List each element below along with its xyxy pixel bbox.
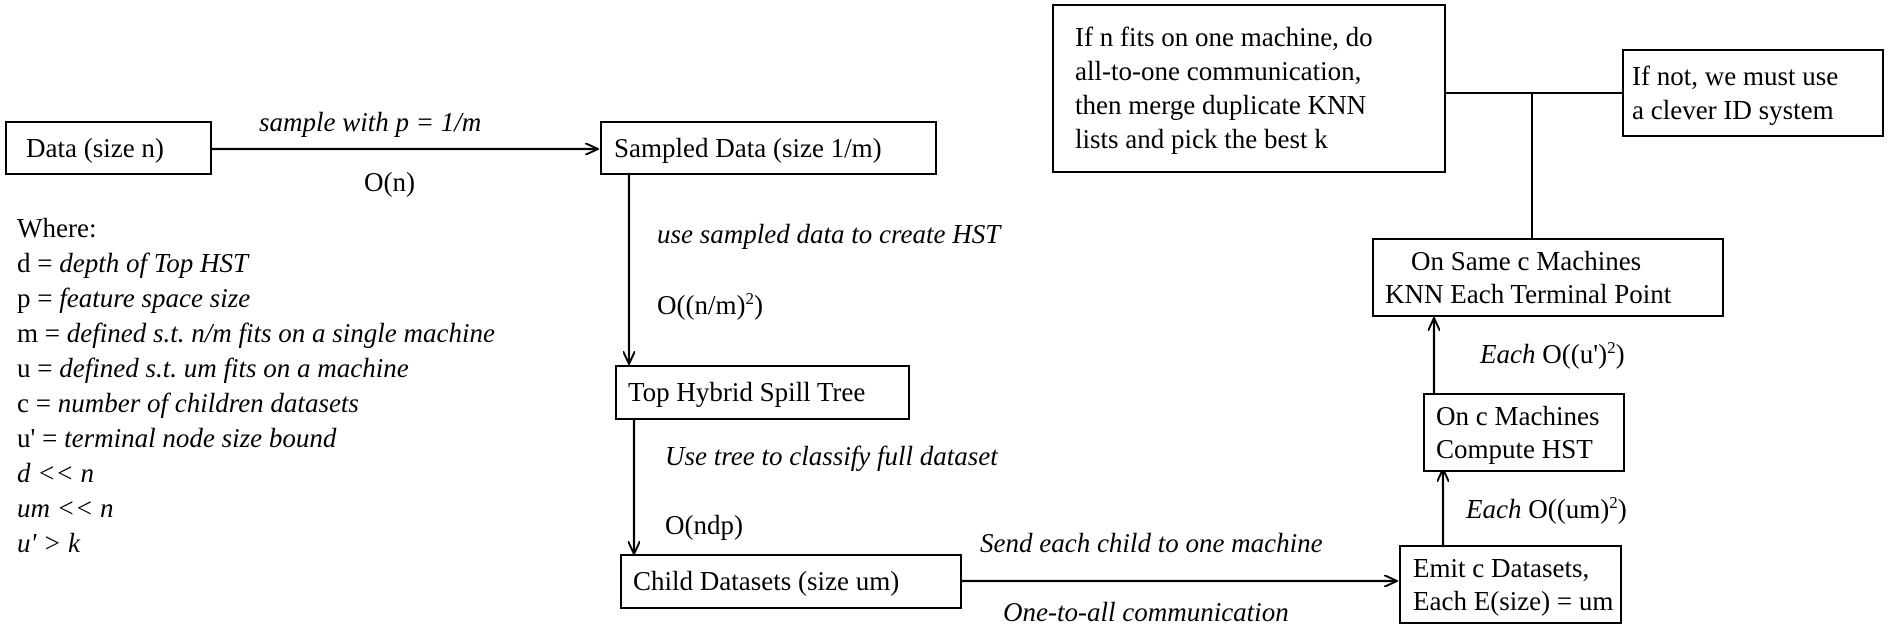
- legend-relation-3: u' > k: [17, 528, 80, 558]
- legend-def: feature space size: [59, 283, 251, 313]
- legend-def-u: u = defined s.t. um fits on a machine: [17, 351, 495, 386]
- node-fits-line-3: then merge duplicate KNN: [1075, 90, 1367, 120]
- node-emit-datasets: Emit c Datasets, Each E(size) = um: [1399, 545, 1622, 624]
- edge-cost-compute-close: ): [1617, 494, 1627, 524]
- legend-sym: u' =: [17, 423, 65, 453]
- edge-note-one-to-all: One-to-all communication: [1003, 597, 1289, 627]
- edge-cost-knn: Each O((u')2): [1480, 338, 1625, 371]
- node-top-hst: Top Hybrid Spill Tree: [615, 365, 910, 420]
- edge-cost-knn-exp: 2: [1607, 338, 1616, 357]
- legend-sym: d =: [17, 248, 60, 278]
- node-child-datasets-label: Child Datasets (size um): [633, 566, 900, 596]
- node-compute-hst: On c Machines Compute HST: [1423, 393, 1625, 472]
- node-emit-line-1: Emit c Datasets,: [1413, 553, 1590, 583]
- node-knn-line-1: On Same c Machines: [1411, 246, 1642, 276]
- node-fits-line-2: all-to-one communication,: [1075, 56, 1362, 86]
- legend-def-c: c = number of children datasets: [17, 386, 495, 421]
- legend-sym: u =: [17, 353, 60, 383]
- legend-def: defined s.t. um fits on a machine: [59, 353, 409, 383]
- edge-cost-compute-base: O((um): [1528, 494, 1610, 524]
- legend-def-m: m = defined s.t. n/m fits on a single ma…: [17, 316, 495, 351]
- edge-cost-compute-hst: Each O((um)2): [1466, 493, 1627, 526]
- legend-def: number of children datasets: [57, 388, 359, 418]
- edge-cost-create-hst-base: O((n/m): [657, 290, 746, 320]
- edge-label-sample: sample with p = 1/m: [259, 107, 482, 137]
- edge-cost-sample: O(n): [364, 167, 415, 197]
- node-fits-one-machine: If n fits on one machine, do all-to-one …: [1052, 4, 1446, 173]
- edge-cost-knn-base: O((u'): [1542, 339, 1608, 369]
- legend-def-d: d = depth of Top HST: [17, 246, 495, 281]
- edge-label-send-child: Send each child to one machine: [980, 528, 1323, 558]
- node-sampled-data-label: Sampled Data (size 1/m): [614, 133, 882, 163]
- legend-def-p: p = feature space size: [17, 281, 495, 316]
- legend-relation-2: um << n: [17, 493, 114, 523]
- edge-cost-compute-exp: 2: [1609, 493, 1618, 512]
- legend-def: terminal node size bound: [64, 423, 337, 453]
- edge-label-create-hst: use sampled data to create HST: [657, 219, 1001, 249]
- node-emit-line-2: Each E(size) = um: [1413, 586, 1614, 616]
- legend-def: depth of Top HST: [59, 248, 249, 278]
- legend-sym: c =: [17, 388, 58, 418]
- edge-cost-create-hst-close: ): [753, 290, 763, 320]
- edge-cost-knn-close: ): [1615, 339, 1625, 369]
- edge-label-classify: Use tree to classify full dataset: [665, 441, 998, 471]
- legend: Where: d = depth of Top HST p = feature …: [17, 211, 495, 561]
- node-fits-line-1: If n fits on one machine, do: [1075, 22, 1373, 52]
- legend-title: Where:: [17, 213, 97, 243]
- edge-cost-classify: O(ndp): [665, 510, 743, 540]
- edge-cost-knn-each: Each: [1480, 339, 1536, 369]
- legend-sym: p =: [17, 283, 60, 313]
- node-data-label: Data (size n): [26, 133, 164, 163]
- edge-cost-create-hst-exp: 2: [745, 289, 754, 308]
- node-child-datasets: Child Datasets (size um): [620, 554, 962, 609]
- node-knn-line-2: KNN Each Terminal Point: [1385, 279, 1672, 309]
- edge-cost-compute-each: Each: [1466, 494, 1522, 524]
- node-compute-line-2: Compute HST: [1436, 434, 1593, 464]
- node-sampled-data: Sampled Data (size 1/m): [600, 121, 937, 175]
- node-fits-line-4: lists and pick the best k: [1075, 124, 1328, 154]
- edge-cost-create-hst: O((n/m)2): [657, 289, 763, 322]
- legend-relation-1: d << n: [17, 458, 94, 488]
- node-compute-line-1: On c Machines: [1436, 401, 1600, 431]
- node-clever-id-line-2: a clever ID system: [1632, 95, 1834, 125]
- node-knn-terminal: On Same c Machines KNN Each Terminal Poi…: [1372, 238, 1724, 317]
- node-clever-id: If not, we must use a clever ID system: [1622, 49, 1884, 137]
- node-data: Data (size n): [5, 121, 212, 175]
- legend-sym: m =: [17, 318, 67, 348]
- node-clever-id-line-1: If not, we must use: [1632, 61, 1839, 91]
- legend-def-u-prime: u' = terminal node size bound: [17, 421, 495, 456]
- node-top-hst-label: Top Hybrid Spill Tree: [628, 377, 866, 407]
- legend-def: defined s.t. n/m fits on a single machin…: [66, 318, 495, 348]
